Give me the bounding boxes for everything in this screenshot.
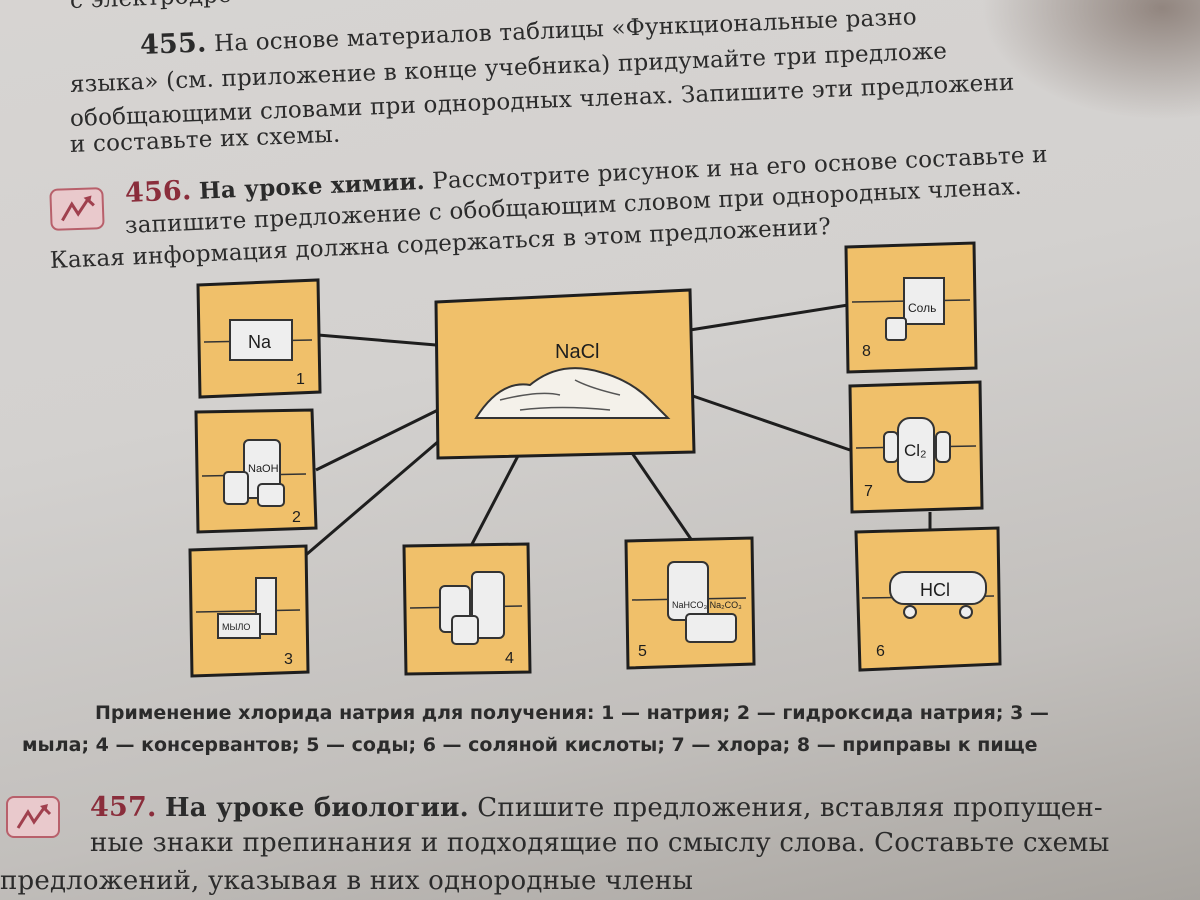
box-2-number: 2 bbox=[292, 509, 301, 526]
salt-pack-icon bbox=[903, 277, 945, 325]
center-label: NaCl bbox=[555, 341, 599, 363]
ex457-lead: На уроке биологии. bbox=[165, 793, 469, 823]
sodium-container-icon bbox=[229, 319, 293, 361]
connector-lines bbox=[299, 303, 932, 562]
jar-icon bbox=[257, 483, 285, 507]
pen-writing-icon bbox=[6, 796, 60, 838]
box-6-hydrochloric-acid: HCl 6 bbox=[854, 526, 1002, 672]
ex457-line1: 457. На уроке биологии. Спишите предложе… bbox=[90, 792, 1103, 823]
connector-4 bbox=[468, 451, 522, 549]
box-5-soda: NaHCO₃ Na₂CO₃ 5 bbox=[624, 536, 756, 670]
jar-icon bbox=[685, 613, 737, 643]
box-1-sodium: Na 1 bbox=[196, 278, 322, 399]
box-3-soap: МЫЛО 3 bbox=[188, 544, 310, 678]
box-5-label: NaHCO₃ Na₂CO₃ bbox=[672, 600, 742, 610]
connector-3 bbox=[299, 438, 441, 562]
ex457-line2: ные знаки препинания и подходящие по смы… bbox=[90, 828, 1110, 858]
connector-7 bbox=[689, 393, 851, 452]
box-3-label: МЫЛО bbox=[222, 622, 250, 632]
ex457-line3: предложений, указывая в них однородные ч… bbox=[0, 866, 694, 896]
jar-icon bbox=[223, 471, 249, 505]
center-box-nacl: NaCl bbox=[434, 288, 696, 460]
box-7-number: 7 bbox=[864, 483, 873, 500]
tank-car-icon bbox=[889, 571, 987, 605]
box-2-label: NaOH bbox=[248, 463, 279, 475]
jar-icon bbox=[471, 571, 505, 639]
jar-icon bbox=[451, 615, 479, 645]
box-7-label: Cl₂ bbox=[904, 441, 927, 460]
connector-8 bbox=[689, 303, 849, 332]
soap-bar-icon bbox=[217, 613, 261, 639]
box-4-number: 4 bbox=[505, 650, 514, 667]
box-2-sodium-hydroxide: NaOH 2 bbox=[194, 408, 318, 534]
figure-caption-line2: мыла; 4 — консервантов; 5 — соды; 6 — со… bbox=[22, 734, 1038, 756]
connector-2 bbox=[315, 408, 439, 472]
ex457-number: 457. bbox=[90, 792, 157, 823]
ex457-text-1: Спишите предложения, вставляя пропущен- bbox=[477, 793, 1103, 823]
bottle-icon bbox=[667, 561, 709, 621]
box-8-seasoning: Соль 8 bbox=[844, 241, 978, 374]
box-3-number: 3 bbox=[284, 651, 293, 668]
figure-caption-line1: Применение хлорида натрия для получения:… bbox=[95, 702, 1049, 724]
box-4-preservatives: 4 bbox=[402, 542, 532, 676]
box-5-number: 5 bbox=[638, 643, 647, 660]
pen-writing-icon bbox=[49, 187, 105, 231]
box-8-number: 8 bbox=[862, 343, 871, 360]
connector-5 bbox=[628, 449, 697, 546]
finger-shadow bbox=[980, 0, 1200, 120]
box-6-number: 6 bbox=[876, 643, 885, 660]
salt-pile-icon bbox=[474, 367, 671, 419]
box-6-label: HCl bbox=[920, 580, 950, 600]
box-8-label: Соль bbox=[908, 301, 936, 315]
box-1-label: Na bbox=[248, 332, 272, 352]
box-7-chlorine: Cl₂ 7 bbox=[848, 380, 984, 514]
salt-shaker-icon bbox=[885, 317, 907, 341]
connector-1 bbox=[317, 333, 437, 347]
box-1-number: 1 bbox=[296, 371, 305, 388]
